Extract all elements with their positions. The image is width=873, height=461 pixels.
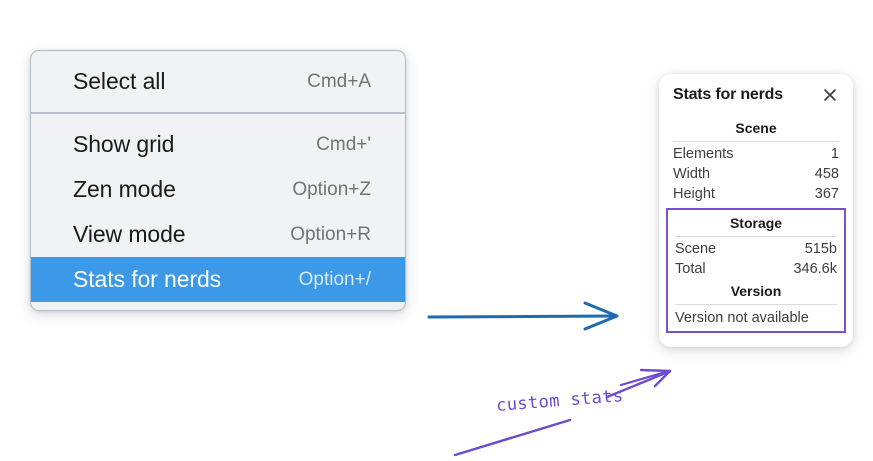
stat-key: Height (673, 186, 715, 202)
stat-value: 346.6k (793, 261, 837, 277)
stat-row: Scene 515b (675, 239, 837, 259)
stat-row: Height 367 (673, 184, 839, 204)
stat-key: Elements (673, 146, 734, 162)
custom-stats-highlight-box: Storage Scene 515b Total 346.6k Version … (666, 208, 846, 333)
menu-item-label: Select all (73, 68, 166, 94)
version-section: Version Version not available (675, 279, 837, 327)
menu-item-shortcut: Option+/ (298, 268, 371, 290)
divider (675, 304, 837, 305)
menu-item-shortcut: Cmd+' (316, 133, 371, 155)
divider (675, 236, 837, 237)
version-text: Version not available (675, 310, 809, 326)
canvas-context-menu[interactable]: Select all Cmd+A Show grid Cmd+' Zen mod… (30, 50, 406, 311)
purple-underline-stroke (453, 418, 572, 457)
custom-stats-annotation-label: custom stats (495, 386, 625, 416)
stat-row: Elements 1 (673, 144, 839, 164)
stats-for-nerds-panel: Stats for nerds Scene Elements 1 Width 4… (659, 74, 853, 347)
menu-item-select-all[interactable]: Select all Cmd+A (31, 59, 405, 104)
menu-item-label: View mode (73, 221, 186, 247)
divider (673, 141, 839, 142)
menu-section-1: Select all Cmd+A (31, 51, 405, 114)
menu-item-label: Zen mode (73, 176, 176, 202)
menu-item-view-mode[interactable]: View mode Option+R (31, 212, 405, 257)
menu-item-label: Stats for nerds (73, 266, 222, 292)
menu-section-2: Show grid Cmd+' Zen mode Option+Z View m… (31, 114, 405, 310)
scene-heading: Scene (735, 120, 777, 136)
panel-title: Stats for nerds (673, 86, 783, 103)
stat-value: 1 (830, 146, 839, 162)
menu-item-shortcut: Option+Z (292, 178, 371, 200)
menu-item-stats-for-nerds[interactable]: Stats for nerds Option+/ (31, 257, 405, 302)
scene-section: Scene Elements 1 Width 458 Height 367 (673, 116, 839, 204)
menu-item-shortcut: Option+R (290, 223, 371, 245)
stat-row: Total 346.6k (675, 259, 837, 279)
stat-value: 367 (814, 186, 839, 202)
stat-key: Scene (675, 241, 717, 257)
stat-key: Total (675, 261, 706, 277)
menu-item-shortcut: Cmd+A (307, 70, 371, 92)
stat-value: 515b (804, 241, 837, 257)
panel-header: Stats for nerds (673, 86, 839, 104)
storage-section: Storage Scene 515b Total 346.6k (675, 211, 837, 279)
close-icon[interactable] (821, 86, 839, 104)
menu-item-label: Show grid (73, 131, 175, 157)
version-heading: Version (730, 283, 782, 299)
blue-arrow (427, 301, 619, 331)
stat-key: Width (673, 166, 711, 182)
menu-item-zen-mode[interactable]: Zen mode Option+Z (31, 167, 405, 212)
stat-value: 458 (814, 166, 839, 182)
menu-item-show-grid[interactable]: Show grid Cmd+' (31, 122, 405, 167)
stat-row: Width 458 (673, 164, 839, 184)
storage-heading: Storage (729, 215, 783, 231)
